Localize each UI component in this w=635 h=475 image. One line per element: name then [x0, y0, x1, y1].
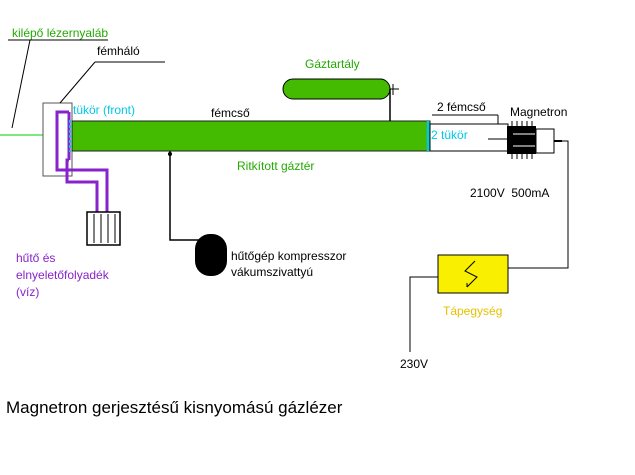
voltage-current-label: 2100V 500mA — [470, 186, 549, 200]
magnetron-connector — [535, 128, 555, 154]
mains-wire — [409, 276, 438, 352]
second-tube-label: 2 fémcső — [437, 100, 486, 114]
power-supply-label: Tápegység — [443, 304, 502, 318]
compressor-label-2: vákumszivattyú — [231, 265, 313, 279]
lightning-bolt-icon — [464, 260, 478, 288]
coolant-label-1: hűtő és — [16, 251, 55, 265]
laser-beam-leader — [11, 39, 31, 129]
coolant-label-2: elnyeletőfolyadék — [16, 268, 110, 282]
laser-beam-label: kilépő lézernyaláb — [12, 26, 108, 40]
compressor-label-1: hűtőgép kompresszor — [231, 249, 346, 263]
power-supply-box — [437, 254, 509, 294]
magnetron-power-wire — [508, 140, 569, 269]
magnetron-label: Magnetron — [510, 105, 567, 119]
coolant-label-3: (víz) — [16, 285, 39, 299]
rarefied-gas-label: Ritkított gáztér — [237, 159, 314, 173]
vacuum-pipe — [169, 151, 203, 241]
gas-tank — [282, 78, 391, 100]
mains-voltage-label: 230V — [400, 357, 428, 371]
coolant-pipe-a — [55, 110, 109, 212]
metal-tube — [71, 120, 431, 152]
gas-tank-label: Gáztartály — [305, 57, 360, 71]
metal-mesh-leader — [59, 61, 96, 104]
second-mirror-label: 2 tükör — [431, 128, 468, 142]
metal-tube-label: fémcső — [211, 106, 250, 120]
front-mirror-label: tükör (front) — [73, 103, 135, 117]
compressor-tank — [195, 234, 227, 276]
vacuum-port — [168, 152, 172, 156]
second-metal-tube — [429, 123, 509, 152]
diagram-title: Magnetron gerjesztésű kisnyomású gázléze… — [6, 398, 343, 417]
metal-mesh-label: fémháló — [97, 44, 140, 58]
